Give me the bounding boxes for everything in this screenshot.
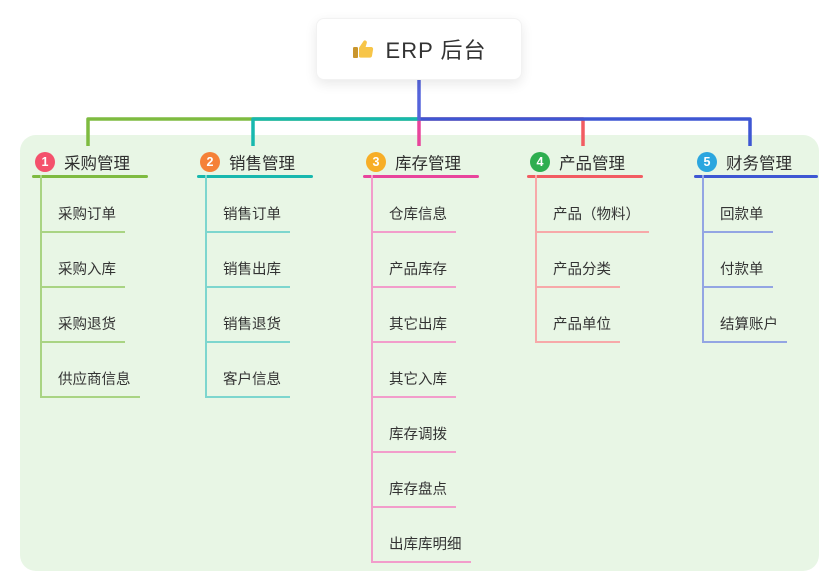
child-node-label: 采购入库 xyxy=(58,262,116,278)
child-node-label: 采购退货 xyxy=(58,317,116,333)
child-node[interactable]: 库存调拨 xyxy=(371,398,456,453)
branch-underline xyxy=(527,175,643,178)
child-node-label: 仓库信息 xyxy=(389,207,447,223)
branch-node-sales[interactable]: 2 销售管理 xyxy=(197,148,313,175)
branch-sales: 2 销售管理 销售订单 销售出库 销售退货 客户信息 xyxy=(197,148,313,398)
branch-label: 采购管理 xyxy=(64,154,130,173)
child-node-label: 采购订单 xyxy=(58,207,116,223)
child-node[interactable]: 其它入库 xyxy=(371,343,456,398)
child-node-label: 产品分类 xyxy=(553,262,611,278)
branch-product: 4 产品管理 产品（物料） 产品分类 产品单位 xyxy=(527,148,649,343)
child-node-label: 库存调拨 xyxy=(389,427,447,443)
child-node-label: 产品单位 xyxy=(553,317,611,333)
branch-label: 财务管理 xyxy=(726,154,792,173)
branch-underline xyxy=(694,175,818,178)
child-node[interactable]: 结算账户 xyxy=(702,288,787,343)
child-node[interactable]: 产品单位 xyxy=(535,288,620,343)
branch-label: 库存管理 xyxy=(395,154,461,173)
child-node[interactable]: 产品库存 xyxy=(371,233,456,288)
branch-number-badge: 4 xyxy=(530,151,550,172)
child-node[interactable]: 其它出库 xyxy=(371,288,456,343)
branch-children: 销售订单 销售出库 销售退货 客户信息 xyxy=(205,175,313,398)
branch-underline xyxy=(363,175,479,178)
child-node-label: 产品（物料） xyxy=(553,207,640,223)
branch-procurement: 1 采购管理 采购订单 采购入库 采购退货 供应商信息 xyxy=(32,148,148,398)
branch-number-badge: 2 xyxy=(200,151,220,172)
branch-number-badge: 3 xyxy=(366,151,386,172)
child-connector-line xyxy=(371,175,373,563)
child-node[interactable]: 客户信息 xyxy=(205,343,290,398)
branch-label: 销售管理 xyxy=(229,154,295,173)
child-node[interactable]: 销售退货 xyxy=(205,288,290,343)
child-node-label: 销售出库 xyxy=(223,262,281,278)
branch-inventory: 3 库存管理 仓库信息 产品库存 其它出库 其它入库 库存调拨 库存盘点 出库库… xyxy=(363,148,479,563)
child-node-label: 付款单 xyxy=(720,262,764,278)
child-node[interactable]: 采购入库 xyxy=(40,233,125,288)
child-node-label: 销售退货 xyxy=(223,317,281,333)
child-node[interactable]: 供应商信息 xyxy=(40,343,140,398)
child-node[interactable]: 回款单 xyxy=(702,178,773,233)
branch-children: 产品（物料） 产品分类 产品单位 xyxy=(535,175,649,343)
child-node[interactable]: 销售订单 xyxy=(205,178,290,233)
child-node-label: 回款单 xyxy=(720,207,764,223)
child-node[interactable]: 仓库信息 xyxy=(371,178,456,233)
branch-underline xyxy=(197,175,313,178)
child-connector-line xyxy=(535,175,537,343)
branch-node-procurement[interactable]: 1 采购管理 xyxy=(32,148,148,175)
child-node-label: 产品库存 xyxy=(389,262,447,278)
branch-number-badge: 5 xyxy=(697,151,717,172)
child-connector-line xyxy=(702,175,704,343)
child-node[interactable]: 出库库明细 xyxy=(371,508,471,563)
child-node-label: 出库库明细 xyxy=(389,537,462,553)
child-node[interactable]: 产品分类 xyxy=(535,233,620,288)
child-node-label: 结算账户 xyxy=(720,317,778,333)
child-node[interactable]: 库存盘点 xyxy=(371,453,456,508)
root-node-label: ERP 后台 xyxy=(385,38,487,63)
child-node-label: 库存盘点 xyxy=(389,482,447,498)
child-node-label: 客户信息 xyxy=(223,372,281,388)
branch-children: 仓库信息 产品库存 其它出库 其它入库 库存调拨 库存盘点 出库库明细 xyxy=(371,175,479,563)
branch-number-badge: 1 xyxy=(35,151,55,172)
child-node-label: 销售订单 xyxy=(223,207,281,223)
background-panel xyxy=(20,135,819,571)
child-node[interactable]: 采购退货 xyxy=(40,288,125,343)
child-node-label: 供应商信息 xyxy=(58,372,131,388)
branch-node-finance[interactable]: 5 财务管理 xyxy=(694,148,818,175)
branch-label: 产品管理 xyxy=(559,154,625,173)
branch-children: 回款单 付款单 结算账户 xyxy=(702,175,818,343)
child-connector-line xyxy=(40,175,42,398)
child-node[interactable]: 销售出库 xyxy=(205,233,290,288)
branch-node-inventory[interactable]: 3 库存管理 xyxy=(363,148,479,175)
branch-children: 采购订单 采购入库 采购退货 供应商信息 xyxy=(40,175,148,398)
child-connector-line xyxy=(205,175,207,398)
branch-underline xyxy=(32,175,148,178)
thumbs-up-icon xyxy=(352,37,376,61)
root-node[interactable]: ERP 后台 xyxy=(316,18,522,80)
child-node[interactable]: 产品（物料） xyxy=(535,178,649,233)
child-node-label: 其它出库 xyxy=(389,317,447,333)
child-node[interactable]: 采购订单 xyxy=(40,178,125,233)
branch-finance: 5 财务管理 回款单 付款单 结算账户 xyxy=(694,148,818,343)
child-node[interactable]: 付款单 xyxy=(702,233,773,288)
child-node-label: 其它入库 xyxy=(389,372,447,388)
branch-node-product[interactable]: 4 产品管理 xyxy=(527,148,649,175)
